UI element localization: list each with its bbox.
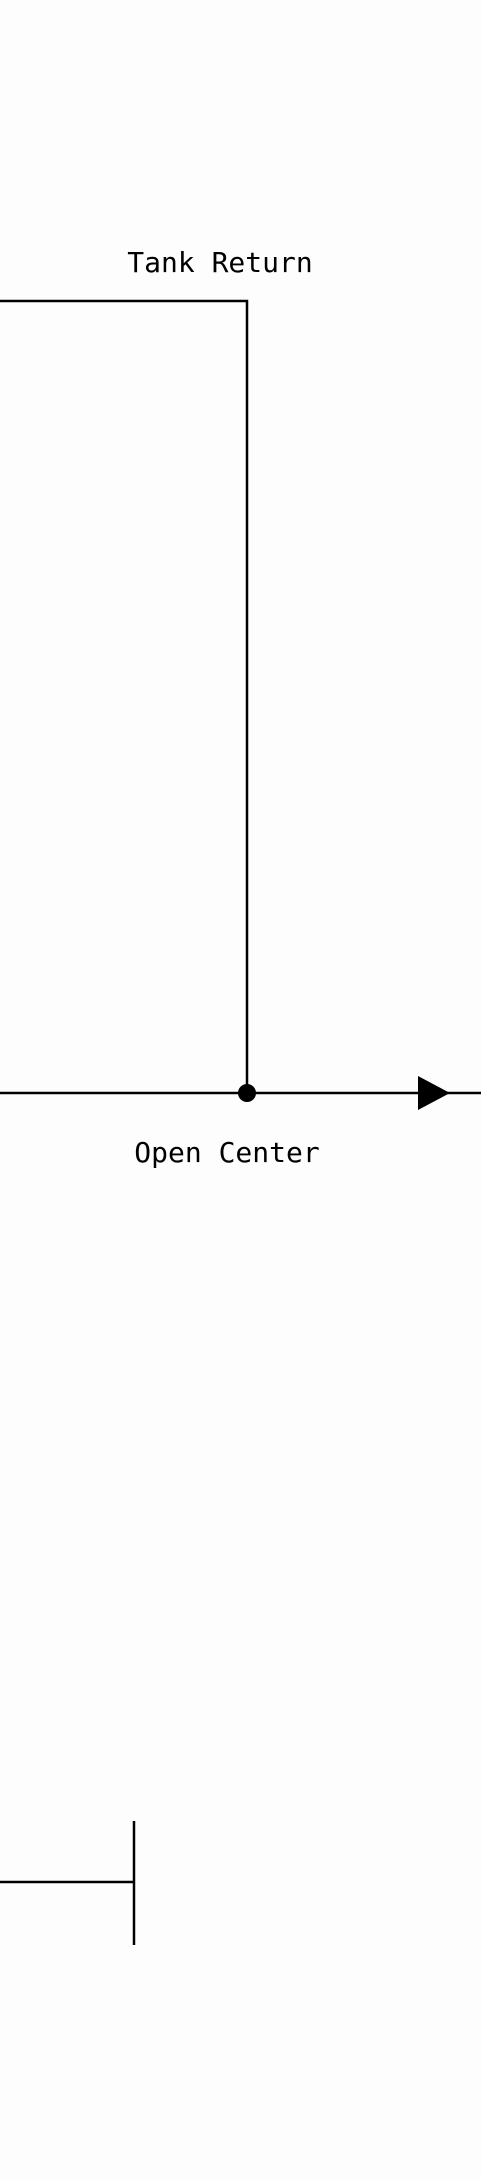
flow-arrow-icon [418, 1076, 450, 1110]
tank-return-line [0, 299, 249, 1093]
junction-dot [238, 1084, 256, 1102]
tank-return-label: Tank Return [127, 246, 312, 279]
open-center-label: Open Center [134, 1136, 319, 1169]
